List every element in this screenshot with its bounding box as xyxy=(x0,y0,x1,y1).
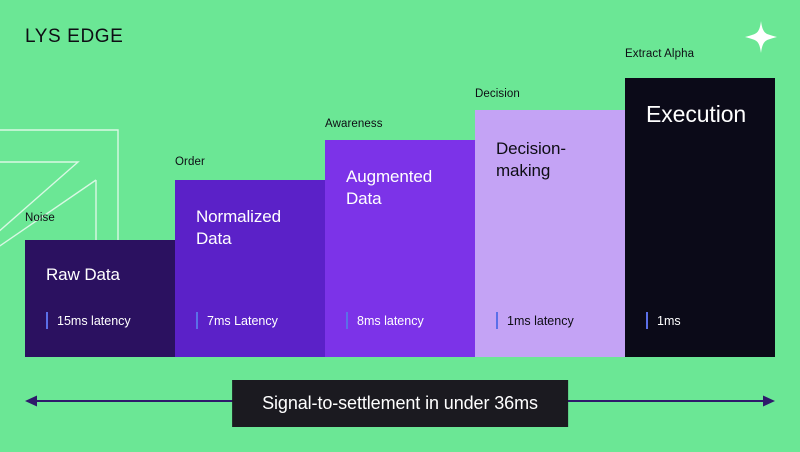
stage-caption: Extract Alpha xyxy=(625,48,695,60)
accent-rule-icon xyxy=(196,312,198,329)
stage-title: Raw Data xyxy=(46,265,120,284)
stage-latency-label: 15ms latency xyxy=(57,313,131,328)
stage-caption: Awareness xyxy=(325,118,383,130)
stage-bars: Noise Raw Data 15ms latency Order Normal… xyxy=(25,0,775,357)
stage-latency: 7ms Latency xyxy=(196,312,278,329)
stage-title: Decision-making xyxy=(496,139,566,181)
stage-title: Execution xyxy=(646,101,747,127)
stage-bar: Execution 1ms xyxy=(625,78,775,357)
accent-rule-icon xyxy=(346,312,348,329)
stage-latency-label: 7ms Latency xyxy=(207,313,278,328)
stage-bar: Augmented Data 8ms latency xyxy=(325,140,475,357)
stage-caption: Noise xyxy=(25,212,55,224)
stage-bar: Decision-making 1ms latency xyxy=(475,110,625,357)
stage-column-augmented-data[interactable]: Awareness Augmented Data 8ms latency xyxy=(325,0,475,357)
stage-column-raw-data[interactable]: Noise Raw Data 15ms latency xyxy=(25,0,175,357)
stage-column-execution[interactable]: Extract Alpha Execution 1ms xyxy=(625,0,775,357)
stage-title: Augmented Data xyxy=(346,167,433,209)
stage-latency: 1ms latency xyxy=(496,312,574,329)
summary-banner: Signal-to-settlement in under 36ms xyxy=(232,380,568,427)
stage-column-normalized-data[interactable]: Order Normalized Data 7ms Latency xyxy=(175,0,325,357)
stage-caption: Order xyxy=(175,156,205,168)
sparkle-icon xyxy=(745,21,777,53)
accent-rule-icon xyxy=(46,312,48,329)
stage-latency-label: 1ms xyxy=(657,313,681,328)
stage-latency: 15ms latency xyxy=(46,312,131,329)
accent-rule-icon xyxy=(646,312,648,329)
stage-latency: 1ms xyxy=(646,312,681,329)
brand-title: LYS EDGE xyxy=(25,26,124,47)
stage-latency-label: 8ms latency xyxy=(357,313,424,328)
stage-latency: 8ms latency xyxy=(346,312,424,329)
accent-rule-icon xyxy=(496,312,498,329)
stage-bar: Raw Data 15ms latency xyxy=(25,240,175,357)
stage-bar: Normalized Data 7ms Latency xyxy=(175,180,325,357)
stage-caption: Decision xyxy=(475,88,520,100)
stage-latency-label: 1ms latency xyxy=(507,313,574,328)
stage-title: Normalized Data xyxy=(196,207,281,249)
stage-column-decision-making[interactable]: Decision Decision-making 1ms latency xyxy=(475,0,625,357)
